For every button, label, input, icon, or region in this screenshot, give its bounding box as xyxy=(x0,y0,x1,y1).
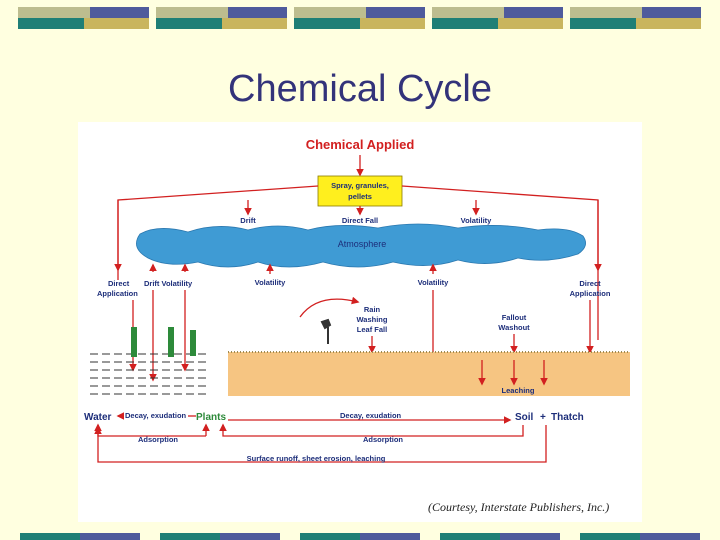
soil-band xyxy=(228,352,630,396)
label-direct-application-left-2: Application xyxy=(97,289,138,298)
label-volatility-top: Volatility xyxy=(461,216,493,225)
label-decay-exudation-left: Decay, exudation xyxy=(125,411,187,420)
label-atmosphere: Atmosphere xyxy=(338,239,387,249)
top-decor-bar-2 xyxy=(156,7,287,29)
diagram-credit: (Courtesy, Interstate Publishers, Inc.) xyxy=(428,500,610,514)
diagram-header: Chemical Applied xyxy=(306,137,415,152)
label-washing: Washing xyxy=(357,315,388,324)
label-direct-fall: Direct Fall xyxy=(342,216,378,225)
label-decay-exudation-right: Decay, exudation xyxy=(340,411,402,420)
atmosphere-cloud xyxy=(136,223,586,268)
arrow-adsorption-right-loop xyxy=(219,423,524,437)
arrow-rain-arc xyxy=(299,296,360,318)
chemical-cycle-diagram: Chemical Applied Spray, granules, pellet… xyxy=(78,122,642,522)
water-lines xyxy=(90,353,208,395)
slide-title: Chemical Cycle xyxy=(228,68,492,110)
top-decor-bar-1 xyxy=(18,7,149,29)
top-decor-bar-3 xyxy=(294,7,425,29)
diagram-canvas: Chemical Applied Spray, granules, pellet… xyxy=(84,137,630,463)
top-decor-bar-5 xyxy=(570,7,701,29)
label-volatility-right: Volatility xyxy=(418,278,450,287)
label-adsorption-right: Adsorption xyxy=(363,435,403,444)
label-direct-application-right-1: Direct xyxy=(579,279,601,288)
top-decor-bar-4 xyxy=(432,7,563,29)
label-thatch: Thatch xyxy=(551,412,584,423)
aquatic-plants-icon xyxy=(131,327,196,357)
label-fallout: Fallout xyxy=(502,313,527,322)
label-leaching: Leaching xyxy=(502,386,535,395)
sprayer-icon xyxy=(320,318,332,344)
label-plus: + xyxy=(540,412,546,423)
label-direct-application-left-1: Direct xyxy=(108,279,130,288)
box-label-line1: Spray, granules, xyxy=(331,181,389,190)
label-washout: Washout xyxy=(498,323,530,332)
bottom-decor-bar xyxy=(0,533,720,540)
label-rain: Rain xyxy=(364,305,381,314)
label-leaf-fall: Leaf Fall xyxy=(357,325,387,334)
label-direct-application-right-2: Application xyxy=(570,289,611,298)
label-water: Water xyxy=(84,412,112,423)
label-surface-runoff: Surface runoff, sheet erosion, leaching xyxy=(247,454,386,463)
box-label-line2: pellets xyxy=(348,192,372,201)
label-drift-volatility: Drift Volatility xyxy=(144,279,193,288)
label-volatility-mid: Volatility xyxy=(255,278,287,287)
label-soil: Soil xyxy=(515,412,534,423)
arrow-surface-runoff xyxy=(94,425,547,463)
label-plants: Plants xyxy=(196,412,226,423)
label-drift-top: Drift xyxy=(240,216,256,225)
label-adsorption-left: Adsorption xyxy=(138,435,178,444)
